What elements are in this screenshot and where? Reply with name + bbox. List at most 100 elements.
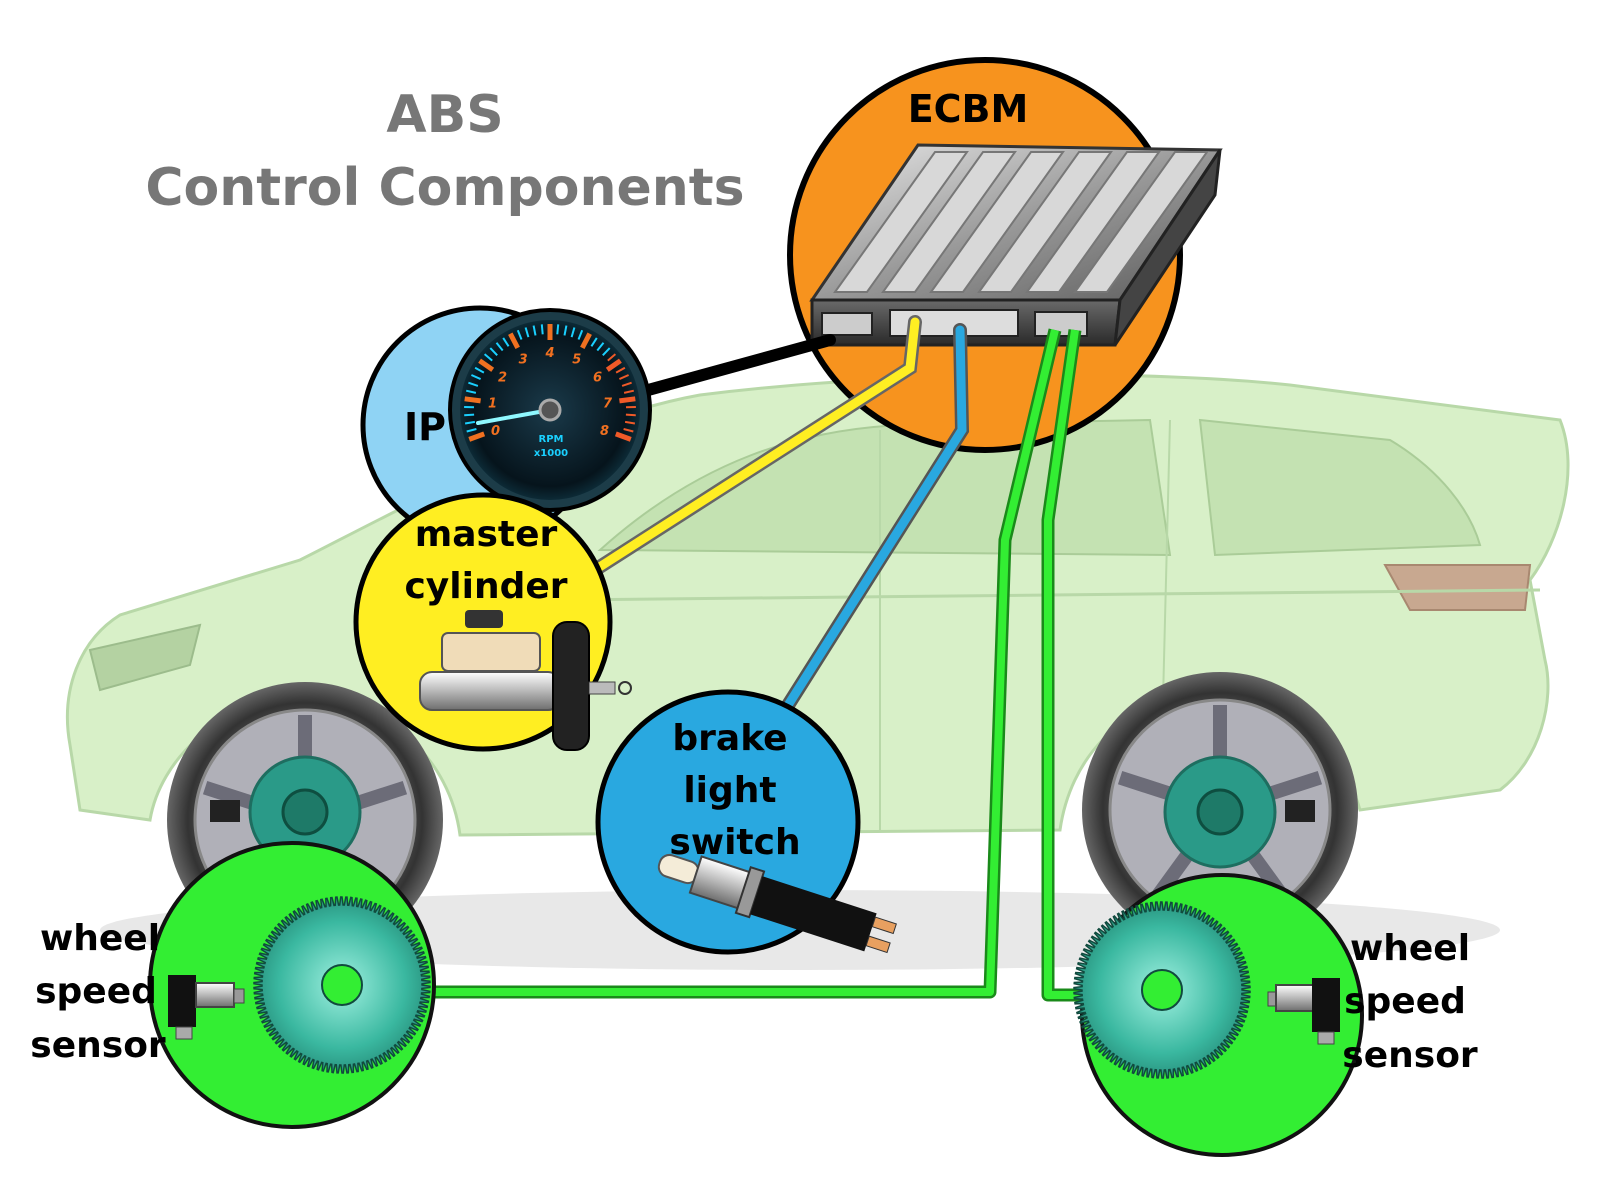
right-sensor-icon bbox=[1267, 978, 1340, 1045]
left-wheel-sensor-wire-core bbox=[420, 329, 1059, 996]
bls-terminal-2 bbox=[865, 935, 891, 954]
ecbm-module-side bbox=[1113, 149, 1222, 346]
gauge-tick bbox=[508, 332, 520, 350]
right-wheel-sensor-label-line1: wheel bbox=[1350, 928, 1470, 969]
gauge-number: 0 bbox=[491, 424, 500, 439]
gauge-tick bbox=[596, 342, 605, 352]
wires bbox=[420, 315, 1085, 1002]
right-wheel-speed-sensor-component: wheel speed sensor bbox=[1073, 873, 1478, 1157]
master-cylinder-wire bbox=[591, 315, 922, 575]
right-sensor-body bbox=[1312, 978, 1340, 1032]
left-wheel-speed-sensor-component: wheel speed sensor bbox=[30, 841, 436, 1129]
right-gear-hub bbox=[1141, 969, 1183, 1011]
gauge-tick bbox=[489, 347, 498, 356]
gauge-number: 5 bbox=[572, 353, 581, 368]
brake-light-switch-label-line1: brake bbox=[672, 718, 787, 759]
gauge-tick bbox=[625, 413, 636, 417]
gauge-tick bbox=[563, 325, 568, 336]
master-cylinder-component: master cylinder bbox=[353, 492, 632, 752]
left-sensor-body bbox=[168, 975, 196, 1027]
mc-pushrod bbox=[588, 681, 616, 695]
gauge-number: 1 bbox=[488, 396, 497, 411]
gauge-tick bbox=[524, 327, 530, 338]
right-wheel-sensor-wire bbox=[1041, 329, 1085, 1002]
gauge-number: 7 bbox=[603, 396, 613, 411]
gauge-tick bbox=[556, 324, 560, 335]
bls-body bbox=[750, 876, 877, 952]
ecbm-label: ECBM bbox=[908, 87, 1029, 131]
ip-wire bbox=[624, 334, 836, 401]
gauge-tick bbox=[464, 413, 475, 417]
left-sensor-tip-end bbox=[233, 988, 245, 1004]
gauge-number: 8 bbox=[600, 424, 609, 439]
ecbm-fin bbox=[1073, 151, 1209, 293]
ecbm-fins bbox=[833, 151, 1209, 293]
gauge-tick bbox=[540, 324, 544, 335]
left-wheel-sensor-wire bbox=[420, 328, 1062, 999]
ecbm-connector-left bbox=[821, 312, 873, 336]
gauge-tick bbox=[468, 431, 486, 442]
right-wheel-sensor-label-line3: sensor bbox=[1342, 1035, 1478, 1076]
diagram-title-line1: ABS bbox=[386, 85, 503, 145]
rear-wheel bbox=[1082, 672, 1358, 948]
master-cylinder-label-line1: master bbox=[415, 514, 558, 555]
brake-light-switch-label-line3: switch bbox=[669, 822, 800, 863]
right-wheel-sensor-wire-core bbox=[1044, 329, 1085, 999]
brake-light-switch-icon bbox=[657, 853, 897, 954]
mc-reservoir-cap bbox=[465, 610, 503, 628]
gauge-tick bbox=[470, 374, 482, 381]
car-rear-window bbox=[1198, 418, 1482, 557]
left-sensor-tip bbox=[195, 982, 235, 1008]
gauge-tick bbox=[623, 389, 635, 394]
gauge-tick bbox=[621, 381, 632, 387]
gauge-tick bbox=[478, 358, 495, 372]
mc-pushrod-clevis bbox=[618, 681, 632, 695]
gauge-needle bbox=[476, 408, 552, 425]
gauge-tick bbox=[577, 329, 584, 340]
master-cylinder-icon bbox=[419, 610, 632, 751]
front-sensor-mini bbox=[210, 800, 240, 822]
master-cylinder-wire-core bbox=[593, 317, 920, 573]
gauge-number: 2 bbox=[498, 371, 507, 386]
gauge-tick bbox=[615, 366, 626, 374]
gauge-tick bbox=[605, 358, 622, 372]
ecbm-fin bbox=[881, 151, 1017, 293]
gauge-number: 6 bbox=[593, 371, 602, 386]
gauge-tick bbox=[464, 420, 476, 425]
rear-hub bbox=[1196, 788, 1244, 836]
left-sensor-icon bbox=[168, 975, 245, 1040]
gauge-tick bbox=[590, 337, 598, 347]
car-taillight bbox=[1383, 564, 1532, 611]
left-gear-hub bbox=[321, 964, 363, 1006]
bls-terminal-1 bbox=[871, 916, 897, 935]
left-wheel-sensor-label-line2: speed bbox=[35, 971, 157, 1012]
gauge-unit-x1000: x1000 bbox=[534, 448, 568, 459]
gauge-tick bbox=[623, 428, 634, 433]
gauge-needle-cap bbox=[538, 398, 562, 422]
diagram-title-line2: Control Components bbox=[145, 158, 744, 218]
gauge-tick bbox=[474, 366, 485, 374]
left-wheel-sensor-label-line1: wheel bbox=[40, 918, 160, 959]
gauge-tick bbox=[618, 374, 630, 381]
gauge-tick bbox=[607, 353, 617, 362]
front-hub bbox=[281, 788, 329, 836]
ecbm-fin bbox=[977, 151, 1113, 293]
gauge-tick bbox=[495, 342, 504, 352]
gauge-tick bbox=[483, 353, 493, 362]
gauge-tick bbox=[502, 337, 510, 347]
gauge-tick bbox=[532, 325, 537, 336]
left-wheel-sensor-label-line3: sensor bbox=[30, 1025, 166, 1066]
brake-booster bbox=[552, 621, 590, 751]
gauge-tick bbox=[602, 347, 611, 356]
ecbm-fin bbox=[929, 151, 1065, 293]
gauge-tick bbox=[614, 431, 632, 442]
gauge-number: 3 bbox=[519, 353, 528, 368]
ecbm-fin bbox=[1025, 151, 1161, 293]
gauge-tick bbox=[465, 389, 477, 394]
right-sensor-mount bbox=[1317, 1031, 1335, 1045]
gauge-unit-rpm: RPM bbox=[539, 434, 564, 445]
rear-sensor-mini bbox=[1285, 800, 1315, 822]
